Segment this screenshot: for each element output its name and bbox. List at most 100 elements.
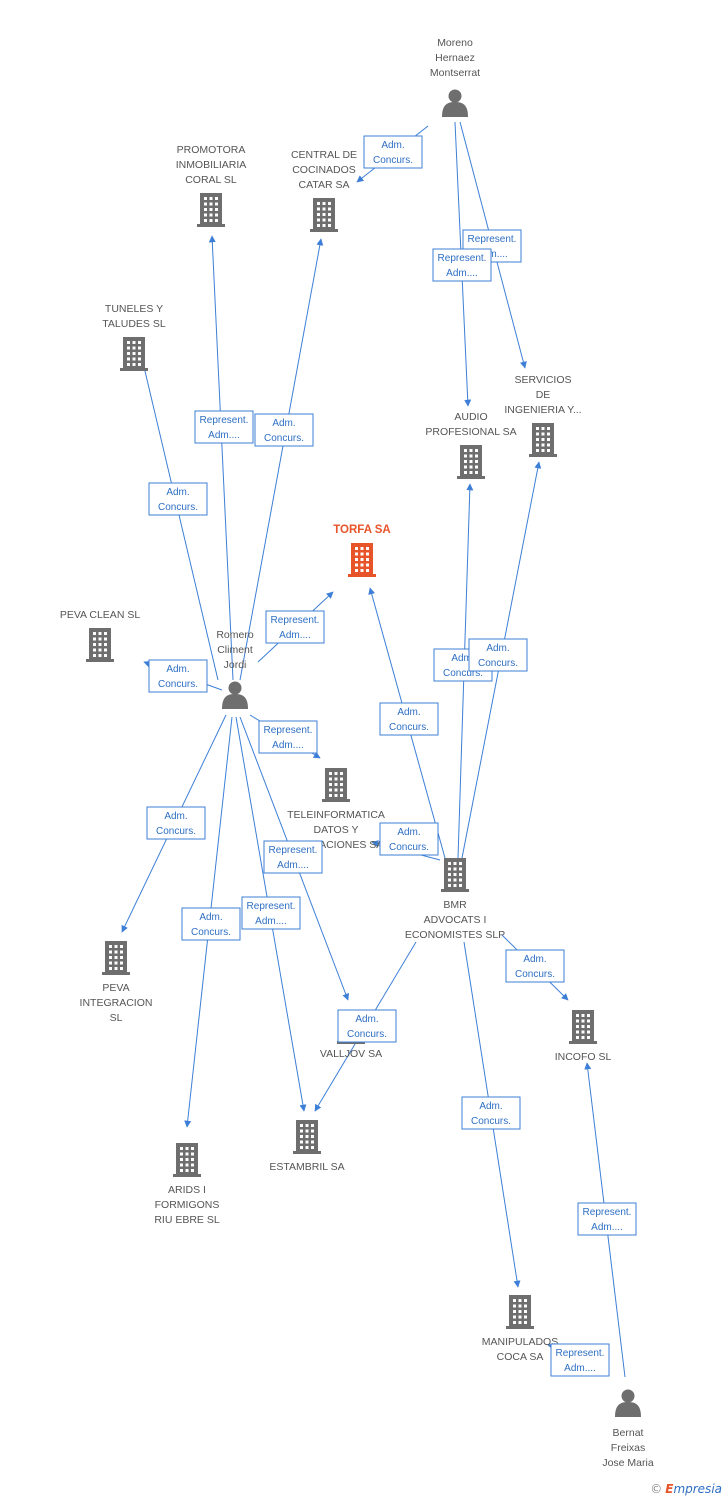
edge-label-line: Represent. [264,725,313,736]
node-estambril[interactable]: ESTAMBRIL SA [269,1120,345,1173]
node-pevaint[interactable]: PEVA INTEGRACION SL [80,941,153,1024]
edge-label-line: Adm. [355,1014,378,1025]
building-icon [348,543,376,577]
brand-logo: Empresia [665,1482,722,1496]
edge-label-bmr-to-teleinf[interactable]: Adm.Concurs. [379,822,439,856]
node-central[interactable]: CENTRAL DE COCINADOS CATAR SA [291,149,357,232]
edge-label-line: Represent. [583,1207,632,1218]
node-label-line: Moreno [437,37,473,49]
node-label-line: ECONOMISTES SLP [405,929,505,941]
node-label-line: COCA SA [497,1351,544,1363]
edge-label-line: Adm.... [208,430,240,441]
node-torfa[interactable]: TORFA SA [333,524,391,577]
edge-label-moreno-to-audio[interactable]: Represent. Adm.... [432,248,492,282]
edge-label-romero-to-tuneles[interactable]: Adm.Concurs. [148,482,208,516]
node-label-line: Hernaez [435,52,475,64]
copyright-symbol: © [650,1482,663,1496]
edge-label-line: Concurs. [158,679,198,690]
edge-label-line: Adm. [272,418,295,429]
edge-label-line: Concurs. [471,1116,511,1127]
edge-label-line: Represent. [200,415,249,426]
edge-label-romero-to-estambril[interactable]: Represent.Adm.... [241,896,301,930]
node-incofo[interactable]: INCOFO SL [555,1010,612,1063]
edge-label-romero-to-pevaclean[interactable]: Adm.Concurs. [148,659,208,693]
node-label-line: PROMOTORA [177,144,246,156]
building-icon [197,193,225,227]
edge-label-romero-to-teleinf[interactable]: Represent.Adm.... [258,720,318,754]
node-pevaclean[interactable]: PEVA CLEAN SL [60,609,141,662]
edge-label-line: Concurs. [389,842,429,853]
edge-label-line: Adm.... [446,268,478,279]
edge-label-moreno-to-central[interactable]: Adm. Concurs. [363,135,423,169]
edge-label-bmr-to-torfa[interactable]: Adm.Concurs. [379,702,439,736]
edge-label-romero-to-valljov[interactable]: Represent.Adm.... [263,840,323,874]
node-label-line: INGENIERIA Y... [504,404,581,416]
edge-label-bernat-to-incofo[interactable]: Represent.Adm.... [577,1202,637,1236]
edge-label-romero-to-promotora[interactable]: Represent. Adm.... [194,410,254,444]
edge-label-romero-to-arids[interactable]: Adm. Concurs. [181,907,241,941]
edge-label-bmr-to-incofo[interactable]: Adm.Concurs. [505,949,565,983]
edge-label-line: Adm.... [279,630,311,641]
edge-label-line: Concurs. [158,502,198,513]
edge-label-line: Concurs. [191,927,231,938]
edge-label-line: Concurs. [443,668,483,679]
node-label-line: TALUDES SL [102,318,166,330]
building-icon [120,337,148,371]
building-icon [529,423,557,457]
node-label-line: Montserrat [430,67,480,79]
building-icon [569,1010,597,1044]
edge-label-bmr-to-servicios[interactable]: Adm.Concurs. [468,638,528,672]
node-label-line: FORMIGONS [155,1199,220,1211]
node-label-line: INCOFO SL [555,1051,612,1063]
node-label-line: COCINADOS [292,164,356,176]
building-icon [173,1143,201,1177]
edge-label-line: Adm. [381,140,404,151]
node-label-line: PEVA CLEAN SL [60,609,141,621]
node-label-line: ESTAMBRIL SA [269,1161,344,1173]
node-label-line: SL [110,1012,123,1024]
edge-label-line: Adm. [479,1101,502,1112]
edge-label-romero-to-pevaint[interactable]: Adm.Concurs. [146,806,206,840]
node-label-line: AUDIO [454,411,487,423]
node-label-line: PROFESIONAL SA [425,426,516,438]
node-audio[interactable]: AUDIO PROFESIONAL SA [425,411,517,479]
building-icon [293,1120,321,1154]
edge-label-line: Represent. [468,234,517,245]
node-label-line: CATAR SA [299,179,350,191]
edge-label-romero-to-central[interactable]: Adm.Concurs. [254,413,314,447]
node-label-line: TELEINFORMATICA [287,809,385,821]
node-label-line: PEVA [102,982,129,994]
edge-label-line: Adm. [523,954,546,965]
node-label-line: INMOBILIARIA [176,159,247,171]
edge-label-line: Represent. [438,253,487,264]
edge-label-line: Adm. [199,912,222,923]
building-icon [441,858,469,892]
edge-label-bmr-to-estambril[interactable]: Adm. Concurs. [337,1009,397,1043]
footer-brand[interactable]: ©Empresia [650,1482,722,1496]
node-label-line: INTEGRACION [80,997,153,1009]
edge-label-bernat-to-manipulados[interactable]: Represent.Adm.... [550,1343,610,1377]
edge-label-romero-to-torfa[interactable]: Represent.Adm.... [265,610,325,644]
edge-label-line: Concurs. [347,1029,387,1040]
edge-label-line: Concurs. [156,826,196,837]
node-label-line: VALLJOV SA [320,1048,382,1060]
edge-label-line: Represent. [556,1348,605,1359]
edge-label-line: Concurs. [373,155,413,166]
node-label-line: Climent [217,644,253,656]
edge-label-line: Adm. [451,653,474,664]
edge-label-bmr-to-manipulados[interactable]: Adm. Concurs. [461,1096,521,1130]
node-label-line: CENTRAL DE [291,149,357,161]
node-label-line: ADVOCATS I [424,914,487,926]
